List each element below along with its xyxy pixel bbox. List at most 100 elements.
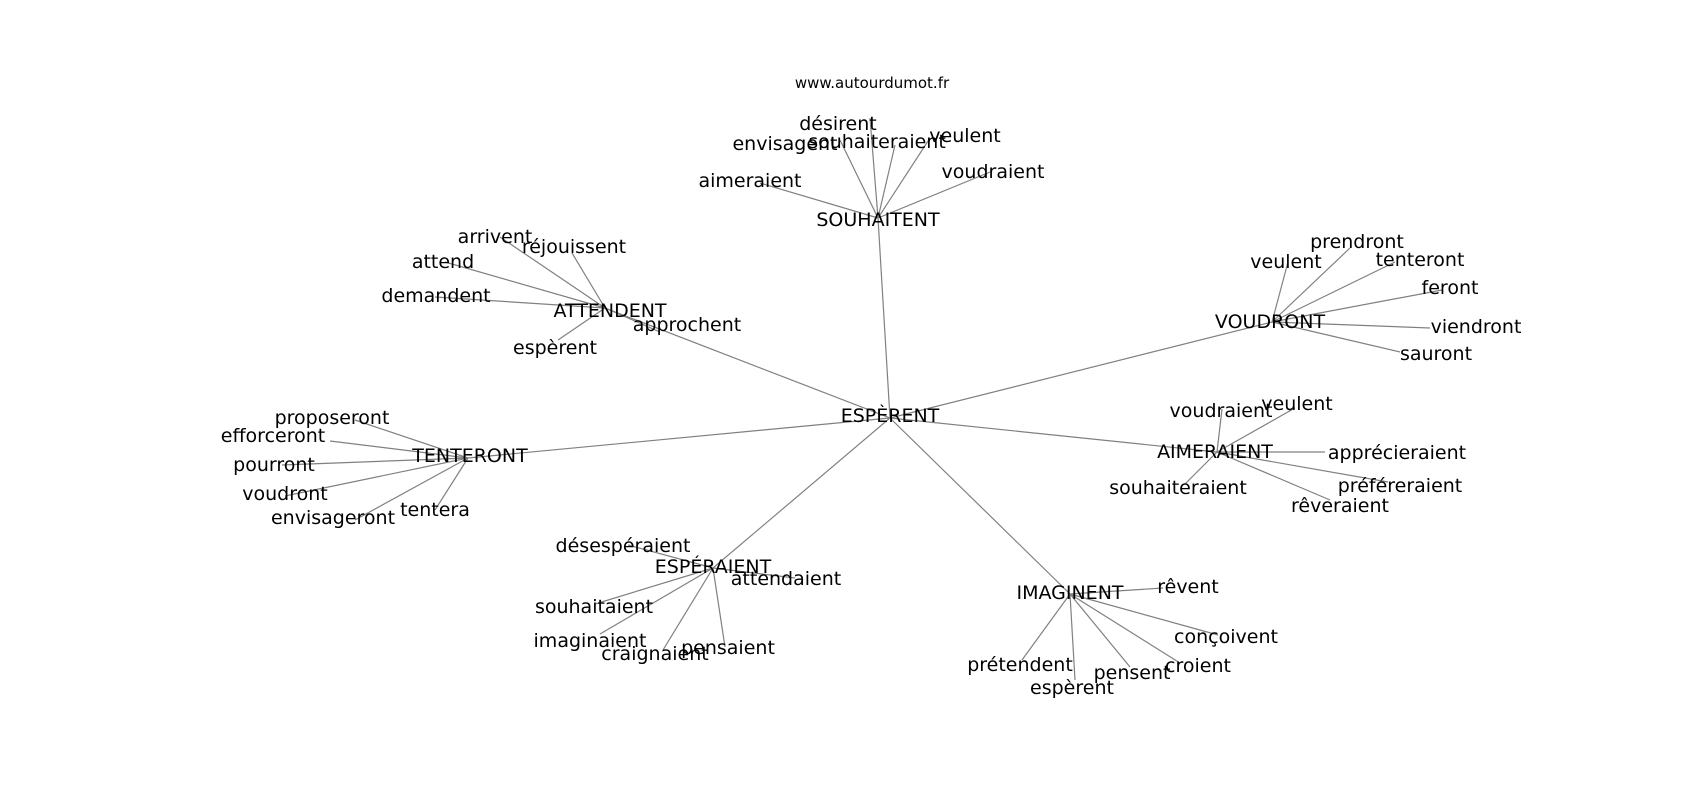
edge-hub-to-word	[1069, 587, 1164, 595]
word-node: feront	[1422, 277, 1479, 299]
edge-hub-to-word	[604, 307, 661, 333]
word-node: veulent	[929, 125, 1000, 147]
word-node: veulent	[1261, 393, 1332, 415]
edge-hub-to-word	[839, 139, 879, 219]
word-node: souhaiteraient	[808, 131, 946, 153]
edge-center-to-hub	[889, 417, 1218, 453]
edge-hub-to-word	[571, 252, 606, 309]
word-node: conçoivent	[1174, 626, 1278, 648]
edge-hub-to-word	[599, 567, 714, 635]
edge-hub-to-word	[869, 117, 879, 219]
edge-hub-to-word	[1271, 289, 1443, 323]
edge-hub-to-word	[499, 236, 606, 309]
word-node: rêveraient	[1291, 495, 1389, 517]
edge-hub-to-word	[1271, 247, 1351, 323]
word-node: attendaient	[731, 568, 841, 590]
edge-hub-to-word	[1184, 451, 1218, 485]
word-node: préféreraient	[1338, 475, 1463, 497]
word-node: craignaient	[601, 643, 708, 665]
word-node: imaginaient	[534, 630, 647, 652]
word-node: espèrent	[513, 337, 597, 359]
edge-hub-to-word	[1069, 593, 1131, 668]
word-node: arrivent	[458, 226, 533, 248]
edge-hub-to-word	[877, 171, 991, 219]
edge-hub-to-word	[281, 457, 469, 466]
word-node: pensent	[1094, 662, 1171, 684]
word-node: désirent	[799, 113, 877, 135]
word-node: prétendent	[967, 654, 1073, 676]
edge-hub-to-word	[354, 419, 469, 459]
edge-hub-to-word	[662, 567, 714, 651]
word-node: tenteront	[1376, 249, 1465, 271]
edge-hub-to-word	[1271, 321, 1401, 353]
hub-node: SOUHAITENT	[816, 209, 940, 231]
center-node: ESPÈRENT	[841, 404, 940, 427]
watermark: www.autourdumot.fr	[795, 74, 950, 92]
hub-node: TENTERONT	[411, 445, 528, 467]
edge-center-to-hub	[604, 307, 891, 419]
word-node: pourront	[233, 454, 315, 476]
edge-hub-to-word	[759, 182, 879, 219]
edge-hub-to-word	[354, 457, 469, 521]
word-node: voudront	[242, 483, 327, 505]
word-node: voudraient	[942, 161, 1045, 183]
hub-node: AIMERAIENT	[1157, 441, 1273, 463]
hub-node: IMAGINENT	[1016, 582, 1123, 604]
edge-hub-to-word	[877, 137, 931, 219]
edge-hub-to-word	[1216, 451, 1331, 501]
edge-center-to-hub	[877, 217, 891, 419]
word-node: attend	[412, 251, 474, 273]
edge-hub-to-word	[284, 457, 469, 497]
graph-edges	[281, 117, 1443, 681]
edge-hub-to-word	[1216, 451, 1389, 483]
edge-hub-to-word	[1069, 593, 1219, 636]
edge-hub-to-word	[329, 440, 469, 459]
edge-hub-to-word	[1216, 408, 1223, 453]
edge-center-to-hub	[467, 417, 891, 459]
graph-labels: désirentenvisagentsouhaiteraientveulentv…	[221, 113, 1522, 699]
word-node: désespéraient	[556, 535, 691, 557]
edge-hub-to-word	[557, 307, 606, 341]
edge-hub-to-word	[1021, 593, 1071, 661]
word-node: envisagent	[732, 133, 837, 155]
edge-hub-to-word	[434, 457, 469, 511]
word-node: viendront	[1431, 316, 1522, 338]
word-node: demandent	[381, 285, 490, 307]
word-node: souhaiteraient	[1109, 477, 1247, 499]
edge-hub-to-word	[1271, 261, 1289, 323]
edge-hub-to-word	[627, 544, 714, 569]
hub-node: ESPÉRAIENT	[655, 555, 772, 578]
hub-node: ATTENDENT	[553, 300, 666, 322]
edge-hub-to-word	[444, 261, 606, 309]
word-node: approchent	[633, 314, 741, 336]
edge-hub-to-word	[1271, 261, 1396, 323]
word-node: voudraient	[1170, 400, 1273, 422]
word-node: rêvent	[1157, 576, 1219, 598]
word-node: aimeraient	[698, 170, 801, 192]
word-node: proposeront	[275, 407, 390, 429]
edge-hub-to-word	[877, 144, 896, 219]
edge-hub-to-word	[1216, 407, 1296, 453]
word-node: apprécieraient	[1328, 442, 1466, 464]
edge-hub-to-word	[434, 296, 606, 309]
word-node: efforceront	[221, 425, 325, 447]
word-node: pensaient	[681, 637, 775, 659]
word-node: envisageront	[271, 507, 395, 529]
word-node: tentera	[400, 499, 470, 521]
word-node: veulent	[1250, 251, 1321, 273]
word-node: prendront	[1310, 231, 1404, 253]
edge-center-to-hub	[712, 417, 891, 569]
hub-node: VOUDRONT	[1215, 311, 1326, 333]
edge-center-to-hub	[889, 417, 1071, 595]
word-node: réjouissent	[522, 236, 626, 258]
word-node: espèrent	[1030, 677, 1114, 699]
word-node: souhaitaient	[535, 596, 653, 618]
edge-hub-to-word	[1271, 321, 1431, 329]
word-node: croient	[1165, 655, 1231, 677]
edge-center-to-hub	[889, 321, 1273, 419]
edge-hub-to-word	[1069, 593, 1076, 681]
edge-hub-to-word	[594, 567, 714, 605]
edge-hub-to-word	[1069, 593, 1181, 664]
word-node: sauront	[1400, 343, 1472, 365]
